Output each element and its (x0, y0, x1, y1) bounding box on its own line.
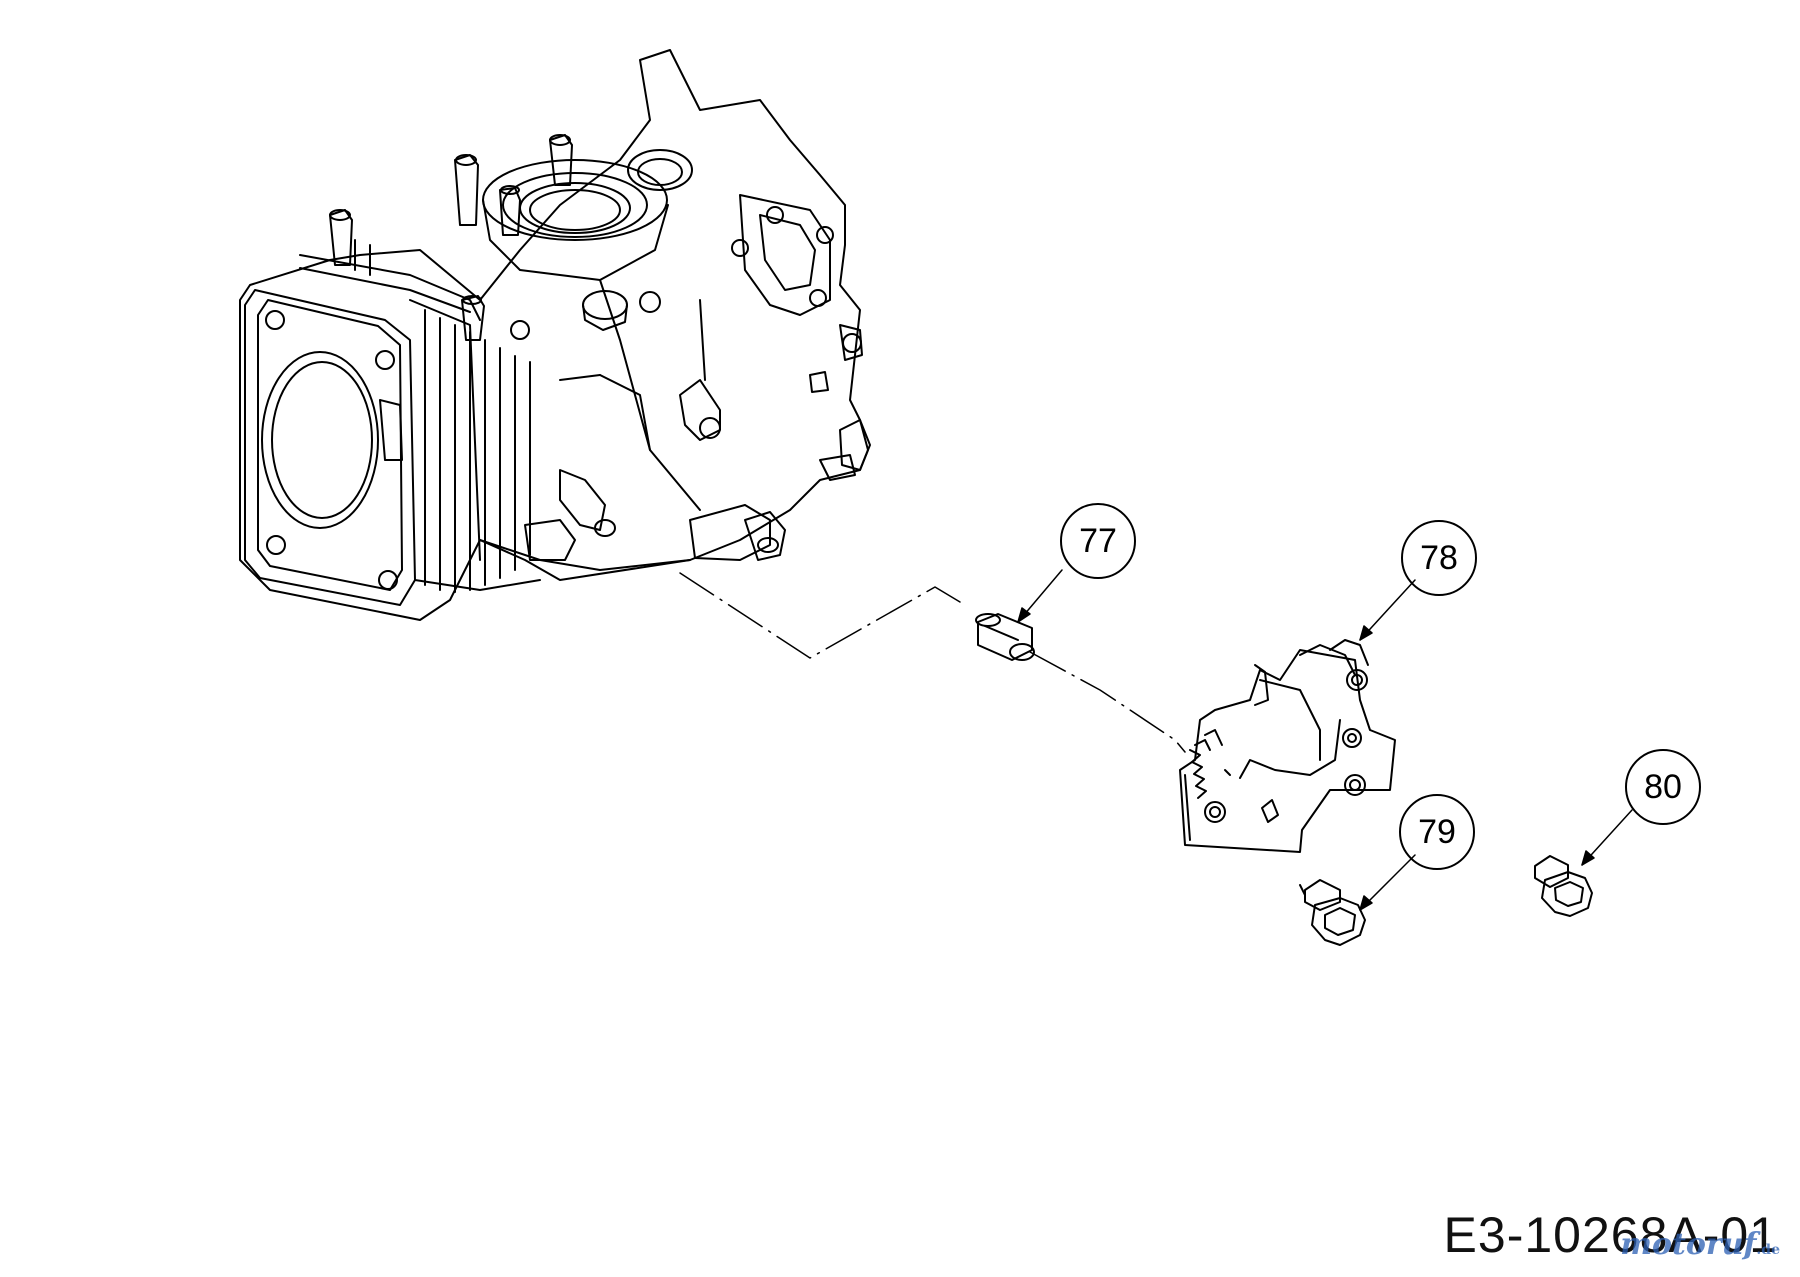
drawing-number: E3-10268A-01 (1443, 1207, 1778, 1263)
callout-79-label: 79 (1418, 813, 1456, 851)
callout-leaders (1017, 569, 1633, 911)
watermark-logo: motoruf.de (1620, 1227, 1780, 1262)
callout-77-circle (1060, 503, 1136, 579)
callout-77-label: 77 (1079, 522, 1117, 560)
callout-78-label: 78 (1420, 539, 1458, 577)
part-79-bolt (1299, 879, 1366, 946)
callout-79-circle (1399, 794, 1475, 870)
callout-78-circle (1401, 520, 1477, 596)
callout-80-circle (1625, 749, 1701, 825)
callout-circles (1060, 503, 1701, 870)
callout-80-label: 80 (1644, 768, 1682, 806)
assembly-line (679, 572, 1186, 753)
part-77-spacer (975, 613, 1035, 661)
watermark-main: motoruf (1620, 1227, 1757, 1262)
part-80-bolt (1534, 855, 1593, 917)
watermark-suffix: .de (1756, 1242, 1780, 1258)
engine-block (239, 49, 871, 621)
part-78-bracket (1179, 639, 1396, 853)
